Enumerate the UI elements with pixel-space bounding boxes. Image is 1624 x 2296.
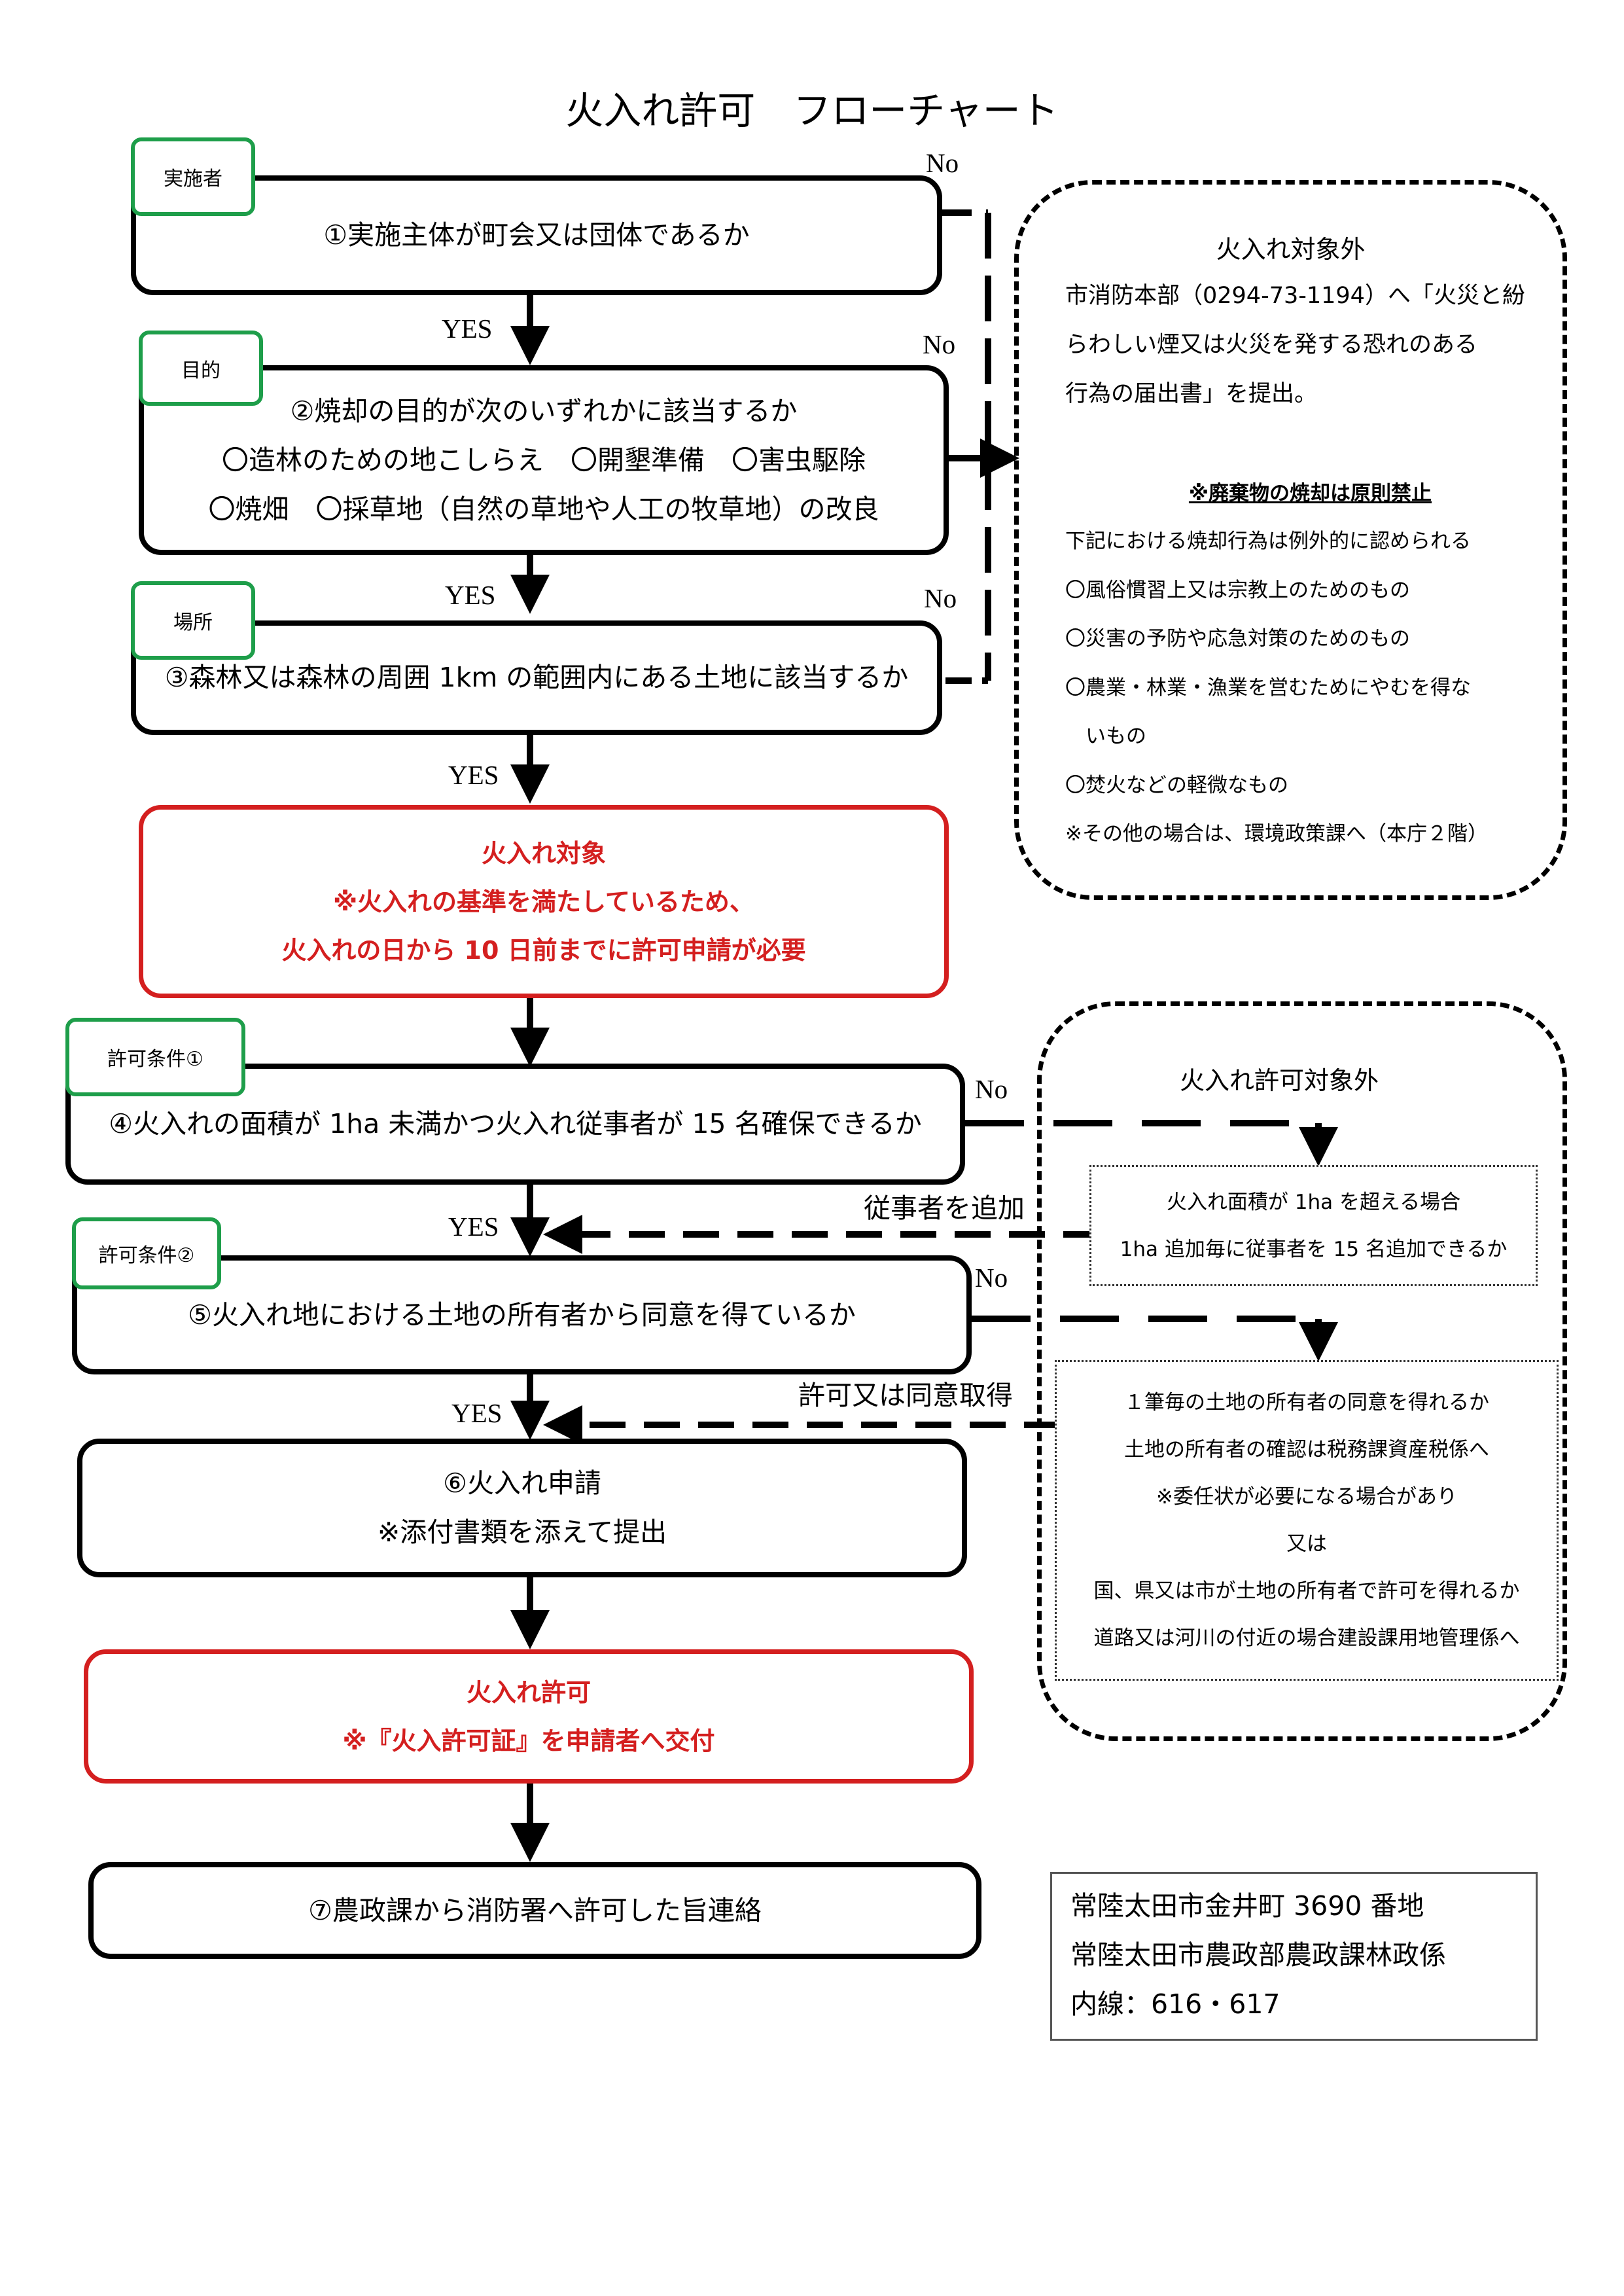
step-3-text: ③森林又は森林の周囲 1km の範囲内にある土地に該当するか xyxy=(164,662,909,693)
step-7-text: ⑦農政課から消防署へ許可した旨連絡 xyxy=(308,1894,762,1926)
step-5-box: ⑤火入れ地における土地の所有者から同意を得ているか xyxy=(72,1255,972,1374)
yes-label-2: YES xyxy=(445,580,496,610)
contact-address: 常陸太田市金井町 3690 番地 xyxy=(1070,1890,1424,1922)
consent-line-4: 又は xyxy=(1286,1532,1327,1556)
contact-department: 常陸太田市農政部農政課林政係 xyxy=(1070,1939,1446,1971)
area-condition-box: 火入れ面積が 1ha を超える場合 1ha 追加毎に従事者を 15 名追加できる… xyxy=(1089,1165,1538,1286)
tag-actor: 実施者 xyxy=(131,137,255,216)
outside-note-2: 〇風俗慣習上又は宗教上のためのもの xyxy=(1065,578,1410,602)
tag-condition-2: 許可条件② xyxy=(72,1217,221,1289)
outside-line-1: 市消防本部（0294-73-1194）へ「火災と紛 xyxy=(1065,283,1525,309)
yes-label-3: YES xyxy=(448,760,499,790)
page-title: 火入れ許可 フローチャート xyxy=(565,88,1059,133)
target-line-1: 火入れ対象 xyxy=(481,838,606,868)
permit-line-1: 火入れ許可 xyxy=(466,1677,591,1707)
step-7-box: ⑦農政課から消防署へ許可した旨連絡 xyxy=(88,1862,981,1959)
consent-line-3: ※委任状が必要になる場合があり xyxy=(1156,1485,1457,1509)
consent-condition-box: １筆毎の土地の所有者の同意を得れるか 土地の所有者の確認は税務課資産税係へ ※委… xyxy=(1055,1360,1559,1681)
outside-note-5: いもの xyxy=(1065,725,1146,748)
consent-line-6: 道路又は河川の付近の場合建設課用地管理係へ xyxy=(1093,1626,1520,1650)
target-line-3: 火入れの日から 10 日前までに許可申請が必要 xyxy=(281,935,806,965)
add-workers-label: 従事者を追加 xyxy=(864,1193,1025,1223)
consent-line-1: １筆毎の土地の所有者の同意を得れるか xyxy=(1124,1391,1489,1414)
step-6-line-2: ※添付書類を添えて提出 xyxy=(377,1516,667,1548)
permit-outside-title: 火入れ許可対象外 xyxy=(1179,1066,1379,1095)
tag-place: 場所 xyxy=(131,581,255,660)
permit-line-2: ※『火入許可証』を申請者へ交付 xyxy=(342,1726,715,1755)
outside-line-3: 行為の届出書」を提出。 xyxy=(1065,381,1318,407)
consent-line-2: 土地の所有者の確認は税務課資産税係へ xyxy=(1124,1438,1489,1462)
step-4-text: ④火入れの面積が 1ha 未満かつ火入れ従事者が 15 名確保できるか xyxy=(109,1108,922,1139)
step-1-box: ①実施主体が町会又は団体であるか xyxy=(131,175,942,295)
tag-condition-1: 許可条件① xyxy=(65,1018,245,1096)
step-3-box: ③森林又は森林の周囲 1km の範囲内にある土地に該当するか xyxy=(131,620,942,735)
step-6-box: ⑥火入れ申請 ※添付書類を添えて提出 xyxy=(77,1439,967,1577)
outside-line-2: らわしい煙又は火災を発する恐れのある xyxy=(1065,332,1478,358)
outside-scope-title: 火入れ対象外 xyxy=(1216,235,1366,264)
permit-box: 火入れ許可 ※『火入許可証』を申請者へ交付 xyxy=(84,1649,974,1784)
step-6-line-1: ⑥火入れ申請 xyxy=(443,1467,601,1499)
no-label-2: No xyxy=(923,329,956,359)
permit-outside-panel xyxy=(1037,1001,1567,1741)
outside-note-7: ※その他の場合は、環境政策課へ（本庁２階） xyxy=(1065,822,1488,846)
contact-extension: 内線：616・617 xyxy=(1070,1988,1280,2020)
consent-line-5: 国、県又は市が土地の所有者で許可を得れるか xyxy=(1093,1579,1520,1603)
no-label-5: No xyxy=(975,1263,1008,1293)
step-4-box: ④火入れの面積が 1ha 未満かつ火入れ従事者が 15 名確保できるか xyxy=(65,1064,965,1185)
contact-box: 常陸太田市金井町 3690 番地 常陸太田市農政部農政課林政係 内線：616・6… xyxy=(1050,1872,1538,2041)
waste-heading: ※廃棄物の焼却は原則禁止 xyxy=(1188,482,1432,505)
outside-note-1: 下記における焼却行為は例外的に認められる xyxy=(1065,529,1471,553)
step-2-line-2: 〇焼畑 〇採草地（自然の草地や人工の牧草地）の改良 xyxy=(208,493,879,525)
outside-scope-body: 市消防本部（0294-73-1194）へ「火災と紛 らわしい煙又は火災を発する恐… xyxy=(1065,272,1536,419)
permit-or-consent-label: 許可又は同意取得 xyxy=(798,1380,1013,1410)
outside-note-3: 〇災害の予防や応急対策のためのもの xyxy=(1065,627,1410,651)
area-line-1: 火入れ面積が 1ha を超える場合 xyxy=(1166,1190,1461,1214)
target-line-2: ※火入れの基準を満たしているため、 xyxy=(333,887,754,916)
outside-notes: 下記における焼却行為は例外的に認められる 〇風俗慣習上又は宗教上のためのもの 〇… xyxy=(1065,517,1536,859)
no-label-4: No xyxy=(975,1074,1008,1104)
yes-label-4: YES xyxy=(448,1211,499,1242)
tag-purpose: 目的 xyxy=(139,331,263,406)
area-line-2: 1ha 追加毎に従事者を 15 名追加できるか xyxy=(1120,1237,1508,1261)
step-2-title: ②焼却の目的が次のいずれかに該当するか xyxy=(290,395,798,427)
no-label-1: No xyxy=(926,148,959,178)
yes-label-5: YES xyxy=(451,1398,503,1428)
step-5-text: ⑤火入れ地における土地の所有者から同意を得ているか xyxy=(188,1299,856,1331)
outside-note-6: 〇焚火などの軽微なもの xyxy=(1065,773,1288,797)
yes-label-1: YES xyxy=(442,314,493,344)
outside-note-4: 〇農業・林業・漁業を営むためにやむを得な xyxy=(1065,675,1471,700)
target-box: 火入れ対象 ※火入れの基準を満たしているため、 火入れの日から 10 日前までに… xyxy=(139,805,949,998)
outside-scope-panel xyxy=(1014,180,1567,900)
step-2-line-1: 〇造林のための地こしらえ 〇開墾準備 〇害虫駆除 xyxy=(222,444,866,476)
step-2-box: ②焼却の目的が次のいずれかに該当するか 〇造林のための地こしらえ 〇開墾準備 〇… xyxy=(139,365,949,555)
no-label-3: No xyxy=(924,583,957,613)
step-1-text: ①実施主体が町会又は団体であるか xyxy=(323,219,750,251)
